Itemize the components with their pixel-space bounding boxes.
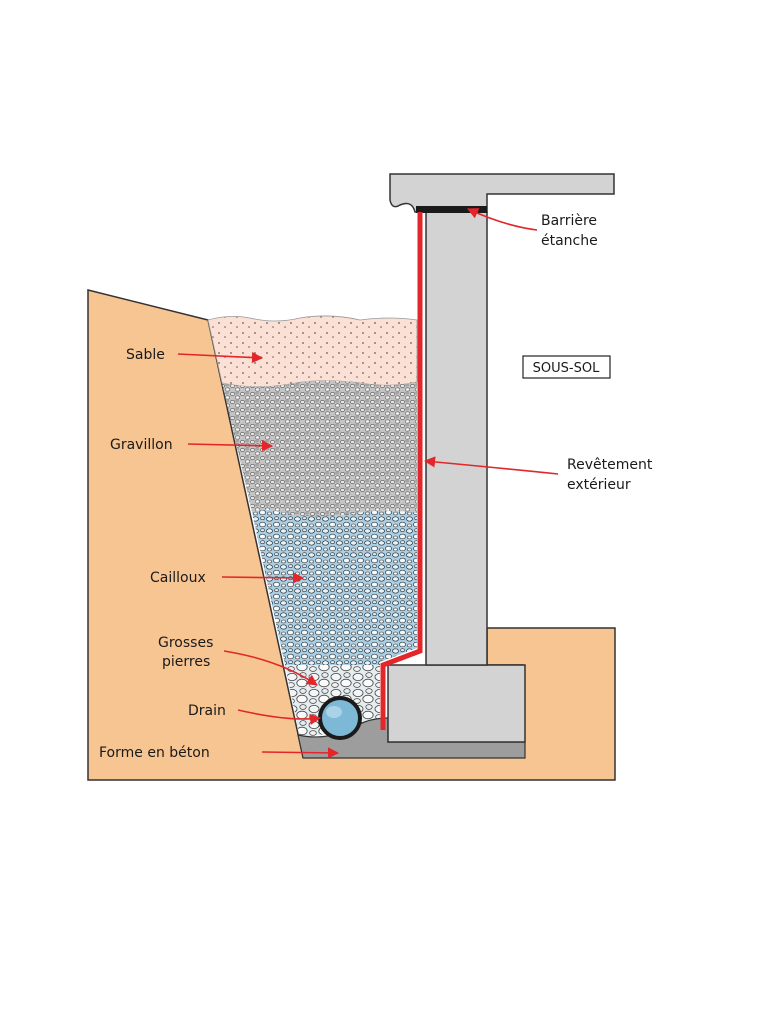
drain-pipe	[318, 696, 362, 740]
label-etanche: étanche	[541, 233, 598, 249]
arrow-forme-beton	[261, 747, 340, 759]
arrow-gravillon	[187, 440, 274, 452]
label-barriere: Barrière	[541, 213, 597, 229]
label-exterieur: extérieur	[567, 477, 631, 493]
label-forme-en-beton: Forme en béton	[99, 745, 210, 761]
foundation-wall	[425, 211, 488, 666]
arrow-sable	[177, 351, 264, 364]
footing	[387, 664, 526, 743]
label-pierres: pierres	[162, 654, 210, 670]
arrow-grosses-pierres	[223, 650, 318, 686]
sous-sol-box	[522, 355, 611, 379]
exterior-membrane	[380, 212, 423, 730]
arrow-revetement	[423, 456, 559, 475]
gravel-layer	[222, 380, 417, 517]
sous-sol-label: SOUS-SOL	[533, 361, 600, 376]
label-sable: Sable	[126, 347, 165, 363]
pebbles-layer	[252, 510, 417, 665]
arrow-barriere	[466, 208, 538, 231]
label-gravillon: Gravillon	[110, 437, 173, 453]
arrow-cailloux	[221, 572, 305, 584]
label-grosses: Grosses	[158, 635, 213, 651]
label-cailloux: Cailloux	[150, 570, 206, 586]
label-drain: Drain	[188, 703, 226, 719]
label-revetement: Revêtement	[567, 457, 653, 473]
sand-layer	[207, 315, 418, 388]
arrow-drain	[237, 709, 322, 725]
waterproof-barrier	[416, 206, 487, 213]
drain-pipe-highlight	[326, 706, 342, 718]
